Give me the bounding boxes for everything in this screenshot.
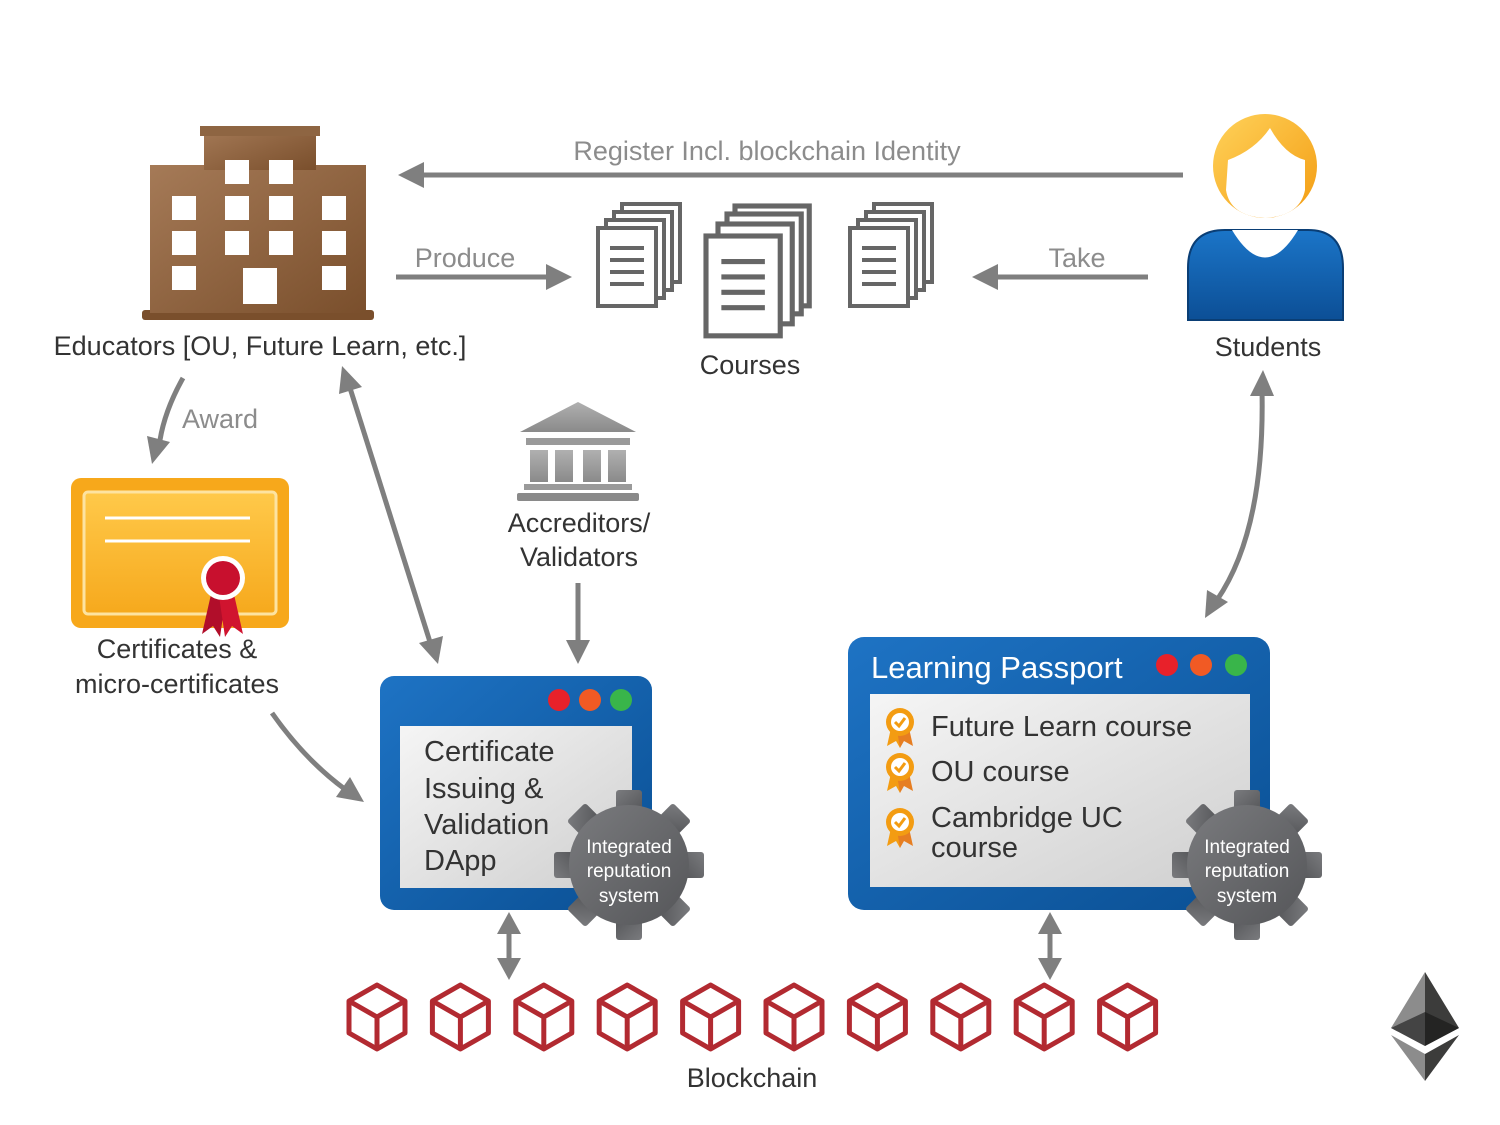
dapp-gear-line2: reputation	[587, 861, 672, 882]
dapp-reputation-gear-icon: Integrated reputation system	[554, 790, 704, 940]
take-label: Take	[1048, 243, 1105, 273]
passport-gear-line3: system	[1217, 886, 1277, 907]
produce-label: Produce	[415, 243, 516, 273]
award-label: Award	[182, 404, 258, 434]
course-stack-right-icon	[848, 202, 934, 308]
passport-close-dot	[1156, 654, 1178, 676]
passport-blockchain-arrow	[1038, 912, 1062, 980]
passport-item-3-line2: course	[931, 832, 1018, 864]
courses-label: Courses	[700, 350, 801, 380]
educators-label: Educators [OU, Future Learn, etc.]	[54, 331, 467, 361]
dapp-blockchain-arrow	[497, 912, 521, 980]
blockchain-block-icon	[849, 985, 905, 1049]
certificates-dapp-arrow	[269, 711, 364, 802]
passport-title: Learning Passport	[871, 650, 1123, 685]
certificates-label-line2: micro-certificates	[75, 669, 279, 699]
dapp-maximize-dot	[610, 689, 632, 711]
passport-item-1: Future Learn course	[931, 711, 1192, 743]
passport-item-3-line1: Cambridge UC	[931, 802, 1123, 834]
educators-building-icon	[142, 126, 374, 320]
take-arrow	[972, 264, 1148, 290]
students-label: Students	[1215, 332, 1322, 362]
register-arrow	[398, 162, 1183, 188]
dapp-gear-line1: Integrated	[586, 837, 672, 858]
blockchain-block-icon	[516, 985, 572, 1049]
passport-item-badge-icon	[884, 706, 916, 750]
accreditors-dapp-arrow	[566, 583, 590, 664]
dapp-close-dot	[548, 689, 570, 711]
passport-reputation-gear-icon: Integrated reputation system	[1172, 790, 1322, 940]
passport-maximize-dot	[1225, 654, 1247, 676]
course-stack-left-icon	[596, 202, 682, 308]
ethereum-logo-icon	[1391, 972, 1459, 1081]
produce-arrow	[396, 264, 572, 290]
dapp-title-line3: Validation	[424, 809, 549, 841]
students-passport-arrow	[1205, 370, 1274, 618]
blockchain-block-icon	[349, 985, 405, 1049]
blockchain-block-icon	[933, 985, 989, 1049]
blockchain-block-icon	[1016, 985, 1072, 1049]
award-arrow	[147, 376, 186, 464]
passport-item-2: OU course	[931, 756, 1070, 788]
blockchain-block-icon	[1100, 985, 1156, 1049]
register-label: Register Incl. blockchain Identity	[573, 136, 961, 166]
accreditor-bank-icon	[517, 402, 639, 501]
blockchain-label: Blockchain	[687, 1063, 818, 1093]
dapp-title-line2: Issuing &	[424, 773, 543, 805]
passport-minimize-dot	[1190, 654, 1212, 676]
dapp-gear-line3: system	[599, 886, 659, 907]
blockchain-block-icon	[683, 985, 739, 1049]
accreditors-label-line2: Validators	[520, 542, 638, 572]
course-stack-center-icon	[706, 206, 809, 336]
certificate-icon	[71, 478, 289, 637]
dapp-title-line4: DApp	[424, 845, 497, 877]
passport-gear-line1: Integrated	[1204, 837, 1290, 858]
dapp-title-line1: Certificate	[424, 736, 555, 768]
student-icon	[1187, 114, 1344, 321]
accreditors-label-line1: Accreditors/	[508, 508, 651, 538]
blockchain-block-icon	[432, 985, 488, 1049]
blockchain-block-icon	[599, 985, 655, 1049]
blockchain-block-icon	[766, 985, 822, 1049]
dapp-minimize-dot	[579, 689, 601, 711]
passport-item-badge-icon	[884, 806, 916, 850]
passport-gear-line2: reputation	[1205, 861, 1290, 882]
blockchain-blocks	[349, 985, 1156, 1049]
passport-item-badge-icon	[884, 751, 916, 795]
educators-dapp-arrow	[339, 366, 443, 664]
certificates-label-line1: Certificates &	[97, 634, 258, 664]
